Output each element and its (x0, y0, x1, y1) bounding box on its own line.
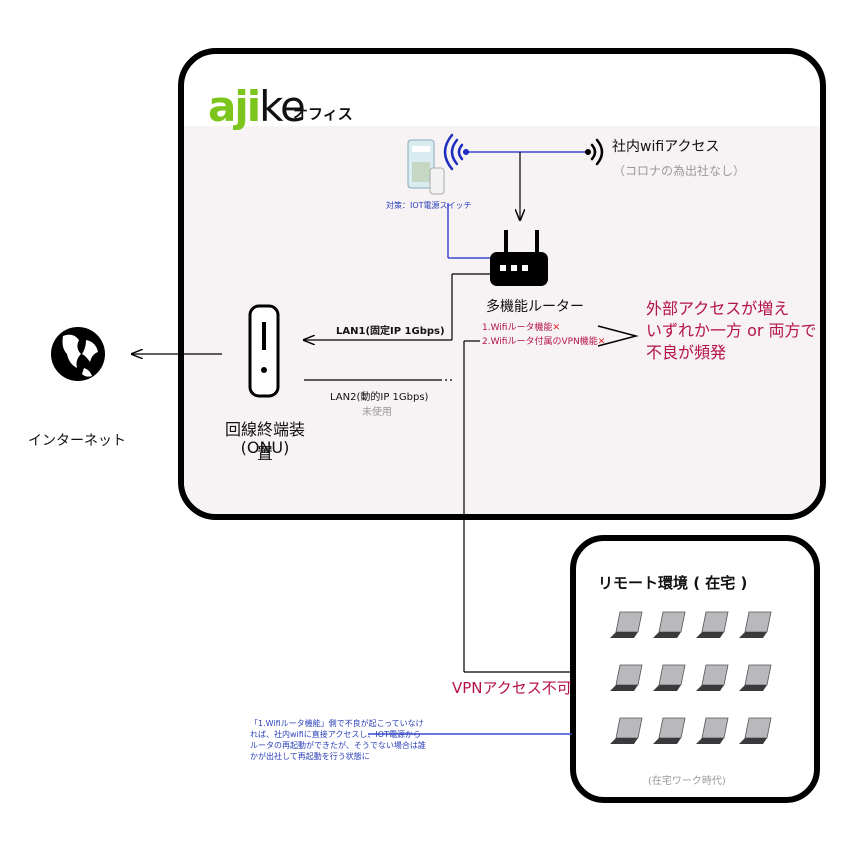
globe-icon (51, 327, 105, 381)
wifi-signal-left-icon (443, 133, 470, 171)
iot-switch-image (407, 139, 445, 195)
laptop-icon (653, 611, 686, 638)
router-icon (490, 230, 548, 286)
router-function-1-text: 1.Wifiルータ機能 (482, 323, 553, 333)
remote-frame (570, 535, 820, 803)
wifi-label: 社内wifiアクセス (612, 139, 720, 155)
vpn-label: VPNアクセス不可 (452, 679, 572, 697)
router-label: 多機能ルーター (486, 299, 584, 315)
problem-text: 外部アクセスが増え いずれか一方 or 両方で 不良が頻発 (646, 298, 817, 364)
laptop-icon (610, 664, 643, 691)
note-line-3: ルータの再起動ができたが、そうでない場合は誰 (250, 741, 426, 750)
logo-colored-text: aji (208, 82, 261, 131)
laptop-icon (739, 611, 772, 638)
note-line-1: 「1.Wifiルータ機能」側で不良が起こっていなけ (250, 719, 424, 728)
laptop-icon (696, 664, 729, 691)
laptop-icon (610, 717, 643, 744)
onu-label: 回線終端装置 (224, 420, 305, 463)
wifi-signal-right-icon (584, 138, 604, 166)
laptop-icon (653, 664, 686, 691)
router-function-1: 1.Wifiルータ機能✕ (482, 320, 560, 333)
cross-icon: ✕ (597, 337, 606, 347)
logo-sub-label: オフィス (293, 105, 353, 123)
problem-line-2: いずれか一方 or 両方で (646, 321, 817, 340)
laptop-icon (739, 664, 772, 691)
remote-caption: (在宅ワーク時代) (648, 776, 726, 787)
iot-caption: 対策：IOT電源スイッチ (386, 201, 472, 210)
note-text: 「1.Wifiルータ機能」側で不良が起こっていなけ れば、社内wifiに直接アク… (250, 718, 426, 762)
router-function-2-text: 2.Wifiルータ付属のVPN機能 (482, 337, 598, 347)
lan1-label: LAN1(固定IP 1Gbps) (336, 326, 445, 337)
note-line-4: かが出社して再起動を行う状態に (250, 752, 370, 761)
logo-plain-text: ke (259, 82, 306, 131)
router-function-2: 2.Wifiルータ付属のVPN機能✕ (482, 334, 605, 347)
office-area (184, 126, 820, 514)
internet-label: インターネット (28, 433, 126, 449)
problem-line-1: 外部アクセスが増え (646, 299, 790, 318)
problem-line-3: 不良が頻発 (646, 343, 727, 362)
cross-icon: ✕ (552, 323, 561, 333)
onu-sub-label: (ONU) (240, 438, 290, 457)
laptop-icon (653, 717, 686, 744)
laptop-icon (610, 611, 643, 638)
note-line-2: れば、社内wifiに直接アクセスし、IOT電源から (250, 730, 421, 739)
laptop-icon (696, 717, 729, 744)
onu-icon (248, 304, 280, 398)
laptop-icon (739, 717, 772, 744)
lan2-label: LAN2(動的IP 1Gbps) (330, 392, 429, 403)
pointer-mark (597, 325, 639, 347)
laptop-icon (696, 611, 729, 638)
lan2-status: 未使用 (362, 407, 392, 418)
wifi-sub-label: （コロナの為出社なし） (613, 164, 746, 178)
laptop-grid (610, 611, 772, 744)
ajike-logo: ajike (208, 86, 306, 128)
remote-title: リモート環境 ( 在宅 ) (598, 574, 748, 592)
